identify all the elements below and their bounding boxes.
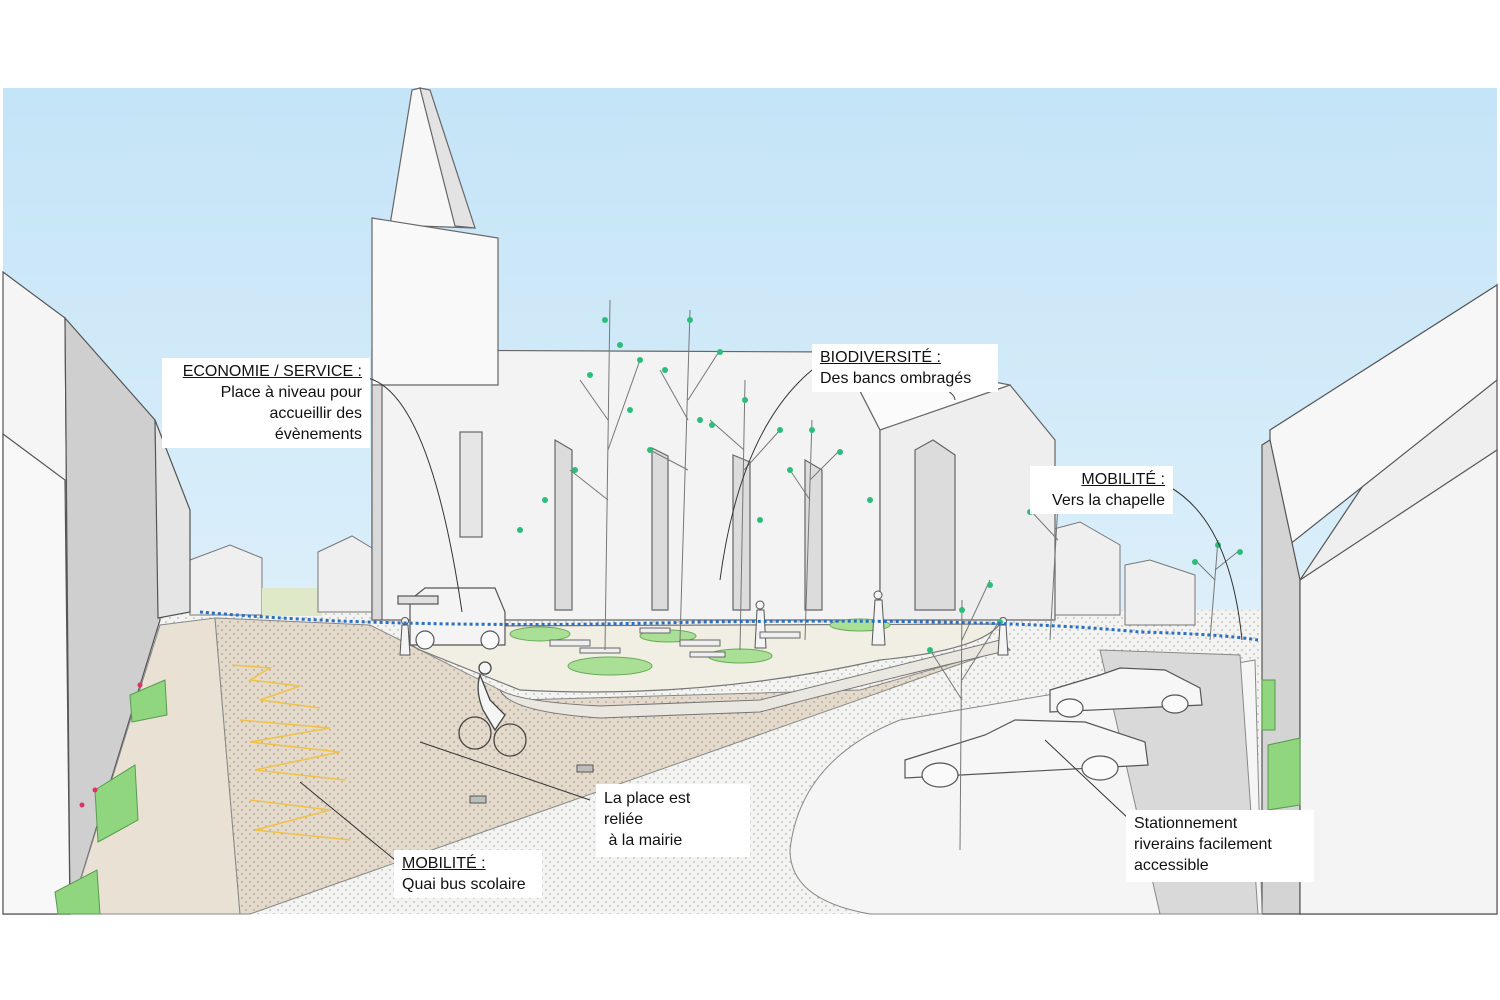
food-truck: [397, 587, 506, 650]
annotation-line: Stationnement: [1134, 815, 1238, 832]
parked-cars: [904, 667, 1203, 788]
manholes: [469, 764, 594, 804]
bus-stop-markings: [231, 664, 351, 841]
plaza-edge: [498, 639, 1011, 719]
annotation-line: Des bancs ombragés: [820, 370, 972, 387]
right-buildings: [1261, 283, 1498, 915]
annotation-line: à la mairie: [604, 832, 683, 849]
annotation-title: MOBILITÉ :: [402, 855, 486, 872]
annotation-line: Vers la chapelle: [1052, 492, 1165, 509]
annotation-line: accessible: [1134, 857, 1209, 874]
annotation-line: La place est: [604, 790, 691, 807]
church-nave: [371, 349, 881, 621]
mobility-route: [199, 610, 1259, 642]
annotation-mairie: La place est reliée à la mairie: [596, 784, 750, 857]
leader-lines: [299, 369, 1243, 861]
trees: [569, 299, 1241, 851]
flower-beds: [54, 679, 1301, 915]
cyclist: [458, 661, 527, 757]
annotation-economie-service: ECONOMIE / SERVICE : Place à niveau pour…: [162, 358, 370, 448]
annotation-line: riverains facilement: [1134, 836, 1272, 853]
flowers: [79, 682, 143, 808]
annotation-mobilite-chapelle: MOBILITÉ : Vers la chapelle: [1030, 466, 1173, 514]
annotation-title: BIODIVERSITÉ :: [820, 349, 941, 366]
annotation-title: ECONOMIE / SERVICE :: [182, 363, 362, 380]
church-tower: [371, 217, 499, 386]
annotation-title: MOBILITÉ :: [1081, 471, 1165, 488]
church: [371, 87, 1056, 621]
annotation-biodiversite: BIODIVERSITÉ : Des bancs ombragés: [812, 344, 998, 392]
left-buildings: [2, 270, 191, 915]
annotation-line: évènements: [274, 426, 362, 443]
benches: [549, 627, 801, 658]
annotation-line: reliée: [604, 811, 644, 828]
annotation-stationnement: Stationnement riverains facilement acces…: [1126, 810, 1314, 882]
annotation-line: accueillir des: [269, 405, 362, 422]
annotation-line: Place à niveau pour: [220, 384, 362, 401]
annotation-mobilite-bus: MOBILITÉ : Quai bus scolaire: [394, 850, 542, 898]
annotation-line: Quai bus scolaire: [402, 876, 526, 893]
